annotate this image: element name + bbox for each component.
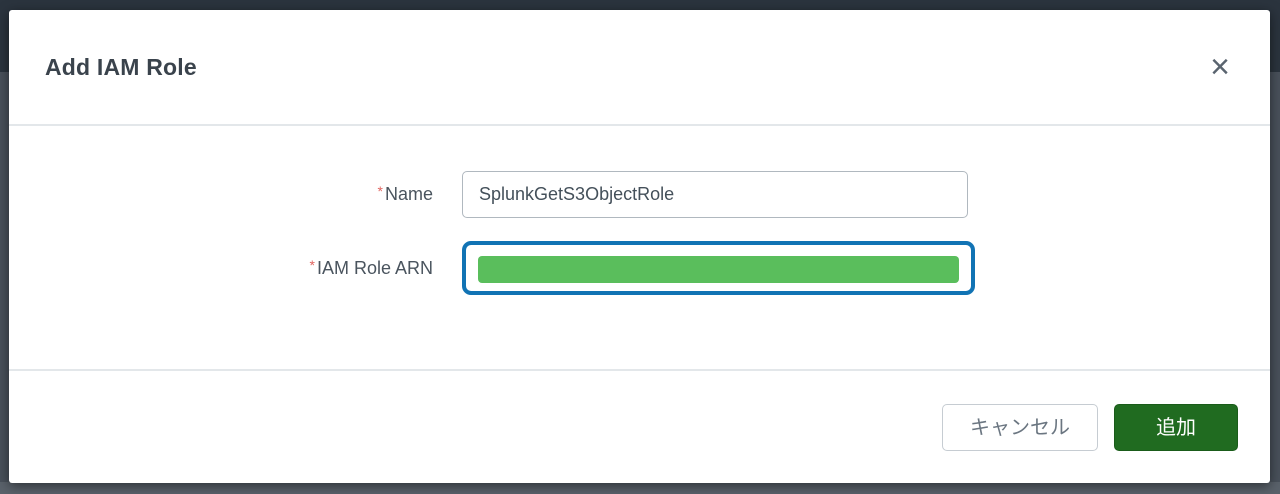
dialog-body: *Name *IAM Role ARN [9, 126, 1270, 369]
dimmed-page-bottom-strip [0, 482, 1280, 494]
required-asterisk: * [377, 183, 383, 199]
required-asterisk: * [309, 256, 315, 273]
form-row-iam-role-arn: *IAM Role ARN [9, 241, 1270, 295]
iam-role-arn-field-label-text: IAM Role ARN [316, 257, 433, 278]
add-button[interactable]: 追加 [1114, 404, 1238, 451]
name-field-label: *Name [9, 183, 433, 205]
iam-role-arn-field-label: *IAM Role ARN [9, 256, 434, 279]
iam-role-arn-input[interactable] [462, 241, 975, 295]
cancel-button[interactable]: キャンセル [942, 404, 1098, 451]
close-icon[interactable]: × [1210, 48, 1230, 86]
dialog-header: Add IAM Role × [9, 10, 1270, 126]
dialog-footer: キャンセル 追加 [9, 369, 1270, 483]
form-row-name: *Name [9, 171, 1270, 218]
arn-value-selection-highlight [478, 256, 959, 283]
name-field-label-text: Name [384, 184, 433, 204]
name-input[interactable] [462, 171, 968, 218]
add-iam-role-dialog: Add IAM Role × *Name *IAM Role ARN キャンセル… [9, 10, 1270, 483]
dialog-title: Add IAM Role [45, 53, 197, 80]
